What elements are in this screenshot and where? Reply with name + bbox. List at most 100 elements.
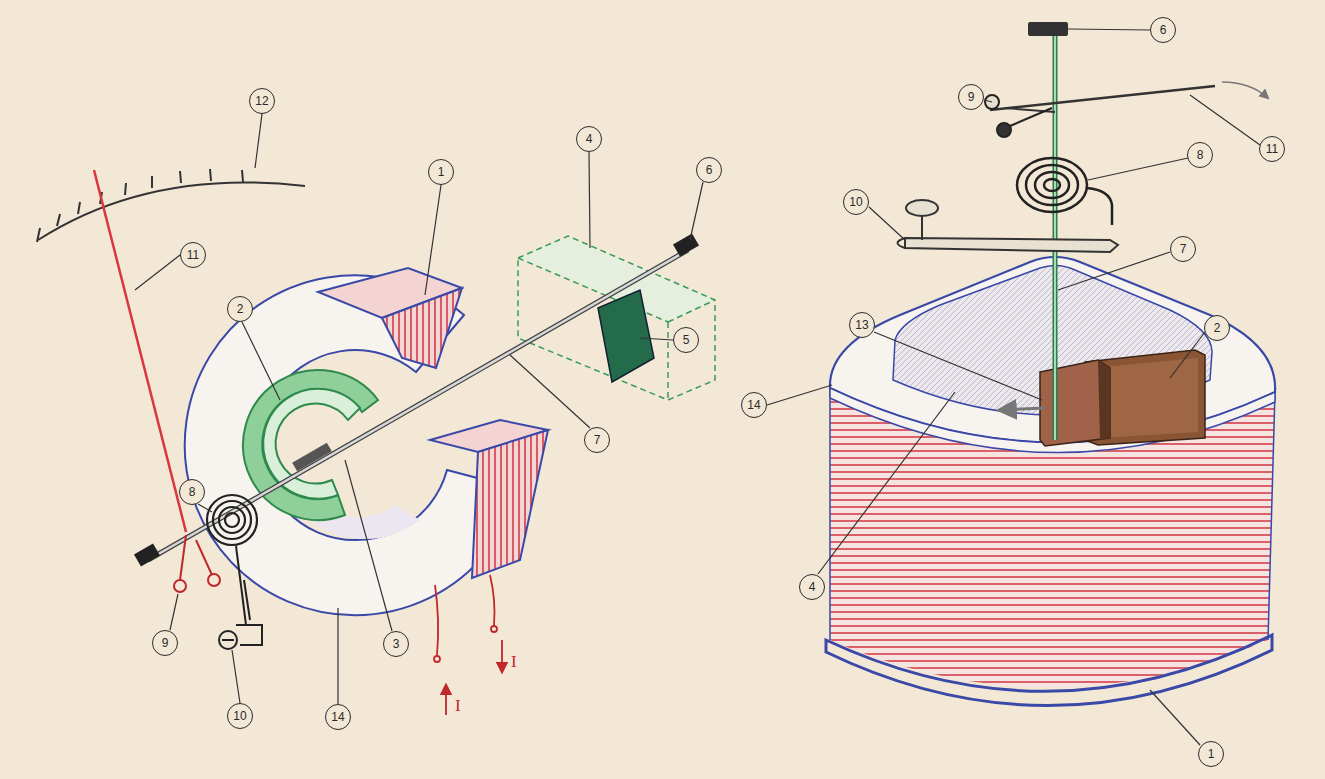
callout-number: 10 [227,703,253,729]
leader-line [1068,29,1150,30]
scale-arc [37,169,305,242]
current-arrows [501,640,503,672]
fixed-vane [1085,350,1205,445]
leader-line [198,504,212,512]
current-arrows [434,656,440,662]
damper-box [518,258,668,322]
pointer [1222,82,1268,98]
leader-line [640,338,673,340]
counterweight [208,574,220,586]
moving-vane [1000,408,1045,410]
callout-number: 10 [843,189,869,215]
damper-box [668,300,715,322]
leader-line [1150,690,1200,745]
zero-adjuster [244,580,250,620]
fixed-vane [1085,350,1205,445]
damper-box [518,236,715,400]
counterweight [997,123,1011,137]
counterweight [180,535,186,580]
leader-line [589,152,590,248]
current-arrows [445,685,447,715]
leader-line [425,185,441,295]
shaft [1053,32,1058,440]
callout-number: 11 [1259,136,1285,162]
leader-line [1058,252,1170,290]
callout-number: 4 [576,126,602,152]
leader-line [345,460,392,631]
current-arrows [491,626,497,632]
shaft [1028,22,1068,440]
callout-number: 6 [696,157,722,183]
spiral-spring [207,495,257,545]
scale-arc [180,171,181,183]
callout-number: 1 [1198,741,1224,767]
leader-line [874,332,1042,400]
leader-line [984,100,992,102]
scale-arc [242,170,243,182]
callout-number: 4 [799,574,825,600]
callout-number: 12 [249,88,275,114]
damper-box [518,236,715,400]
spiral-spring [213,501,251,539]
shaft [148,250,688,560]
current-label: I [455,697,461,715]
callout-number: 14 [741,392,767,418]
callout-number: 9 [152,630,178,656]
leader-line [1170,332,1205,378]
spiral-spring [1044,179,1060,191]
leader-line [869,207,905,240]
callout-number: 11 [180,242,206,268]
callout-number: 8 [179,479,205,505]
zero-adjuster [905,238,1118,252]
callout-number: 7 [1170,236,1196,262]
leader-line [510,355,590,428]
spiral-spring [219,507,245,533]
pointer [94,170,186,532]
iron-ring [243,370,378,520]
current-arrows [490,575,495,625]
damper-vane [598,290,654,382]
counterweight [1010,108,1052,126]
scale-arc [38,182,305,240]
scale-arc [78,202,80,214]
cylindrical-coil [826,635,1272,706]
counterweight [174,535,220,592]
coil-winding [382,288,462,368]
callout-number: 2 [227,296,253,322]
zero-adjuster [219,631,237,649]
coil-winding [318,268,548,578]
pointer [990,82,1268,112]
spiral-spring [1026,165,1078,205]
damper-vane [598,290,654,382]
damper-box [667,322,669,400]
callout-number: 6 [1150,17,1176,43]
spiral-spring [1017,158,1112,225]
leader-line [170,594,178,630]
callout-number: 1 [428,159,454,185]
callout-number: 14 [325,704,351,730]
leader-line [818,392,955,574]
zero-adjuster [906,200,938,216]
counterweight [174,580,186,592]
spiral-spring [1017,158,1087,212]
scale-arc [37,228,40,242]
iron-ring [263,389,360,499]
callout-number: 2 [1204,315,1230,341]
shaft [673,233,699,256]
moving-vane [1098,360,1110,440]
leader-line [1088,158,1188,180]
current-label: I [511,653,517,671]
moving-vane [1040,360,1110,446]
callout-number: 8 [1187,142,1213,168]
callout-number: 5 [673,327,699,353]
counterweight [985,95,999,109]
scale-arc [125,183,126,195]
coil-winding [472,430,548,578]
leader-line [1190,95,1260,145]
shaft [148,250,688,560]
callout-number: 13 [849,312,875,338]
zero-adjuster [222,639,234,641]
zero-adjuster [219,546,262,649]
